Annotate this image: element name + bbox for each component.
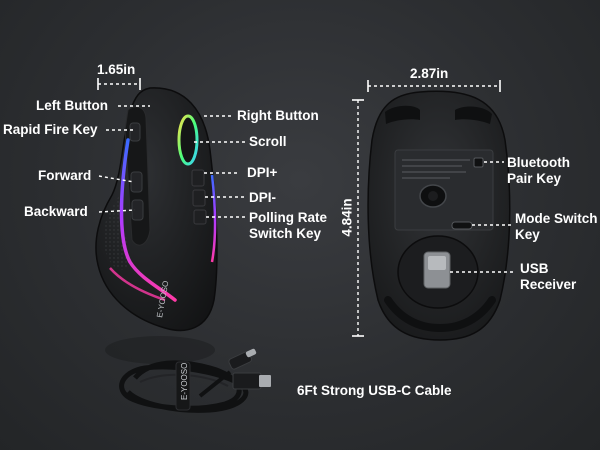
usb-c-cable: E-YOOSO (119, 348, 271, 413)
bluetooth-pair-key-label: Bluetooth Pair Key (507, 155, 570, 186)
bottom-view-mouse (367, 90, 511, 341)
dpi-minus-label: DPI- (249, 190, 276, 205)
right-button-label: Right Button (237, 108, 319, 123)
bottom-width-dimension: 2.87in (410, 66, 449, 81)
forward-label: Forward (38, 168, 92, 183)
usb-receiver-label: USB Receiver (520, 261, 577, 292)
scroll-label: Scroll (249, 134, 287, 149)
side-width-dimension: 1.65in (97, 62, 136, 77)
side-view-mouse: E-YOOSO (95, 87, 218, 364)
cable-label: 6Ft Strong USB-C Cable (297, 383, 452, 398)
left-button-label: Left Button (36, 98, 108, 113)
rapid-fire-key-label: Rapid Fire Key (3, 122, 98, 137)
mode-switch-key-label: Mode Switch Key (515, 211, 598, 242)
strap-brand-mark: E-YOOSO (180, 363, 189, 400)
bottom-length-dimension: 4.84in (339, 198, 355, 237)
polling-rate-switch-key-label: Polling Rate Switch Key (249, 210, 328, 241)
dpi-plus-label: DPI+ (247, 165, 278, 180)
leader-lines (98, 105, 516, 273)
dimension-lines (97, 78, 501, 337)
backward-label: Backward (24, 204, 88, 219)
